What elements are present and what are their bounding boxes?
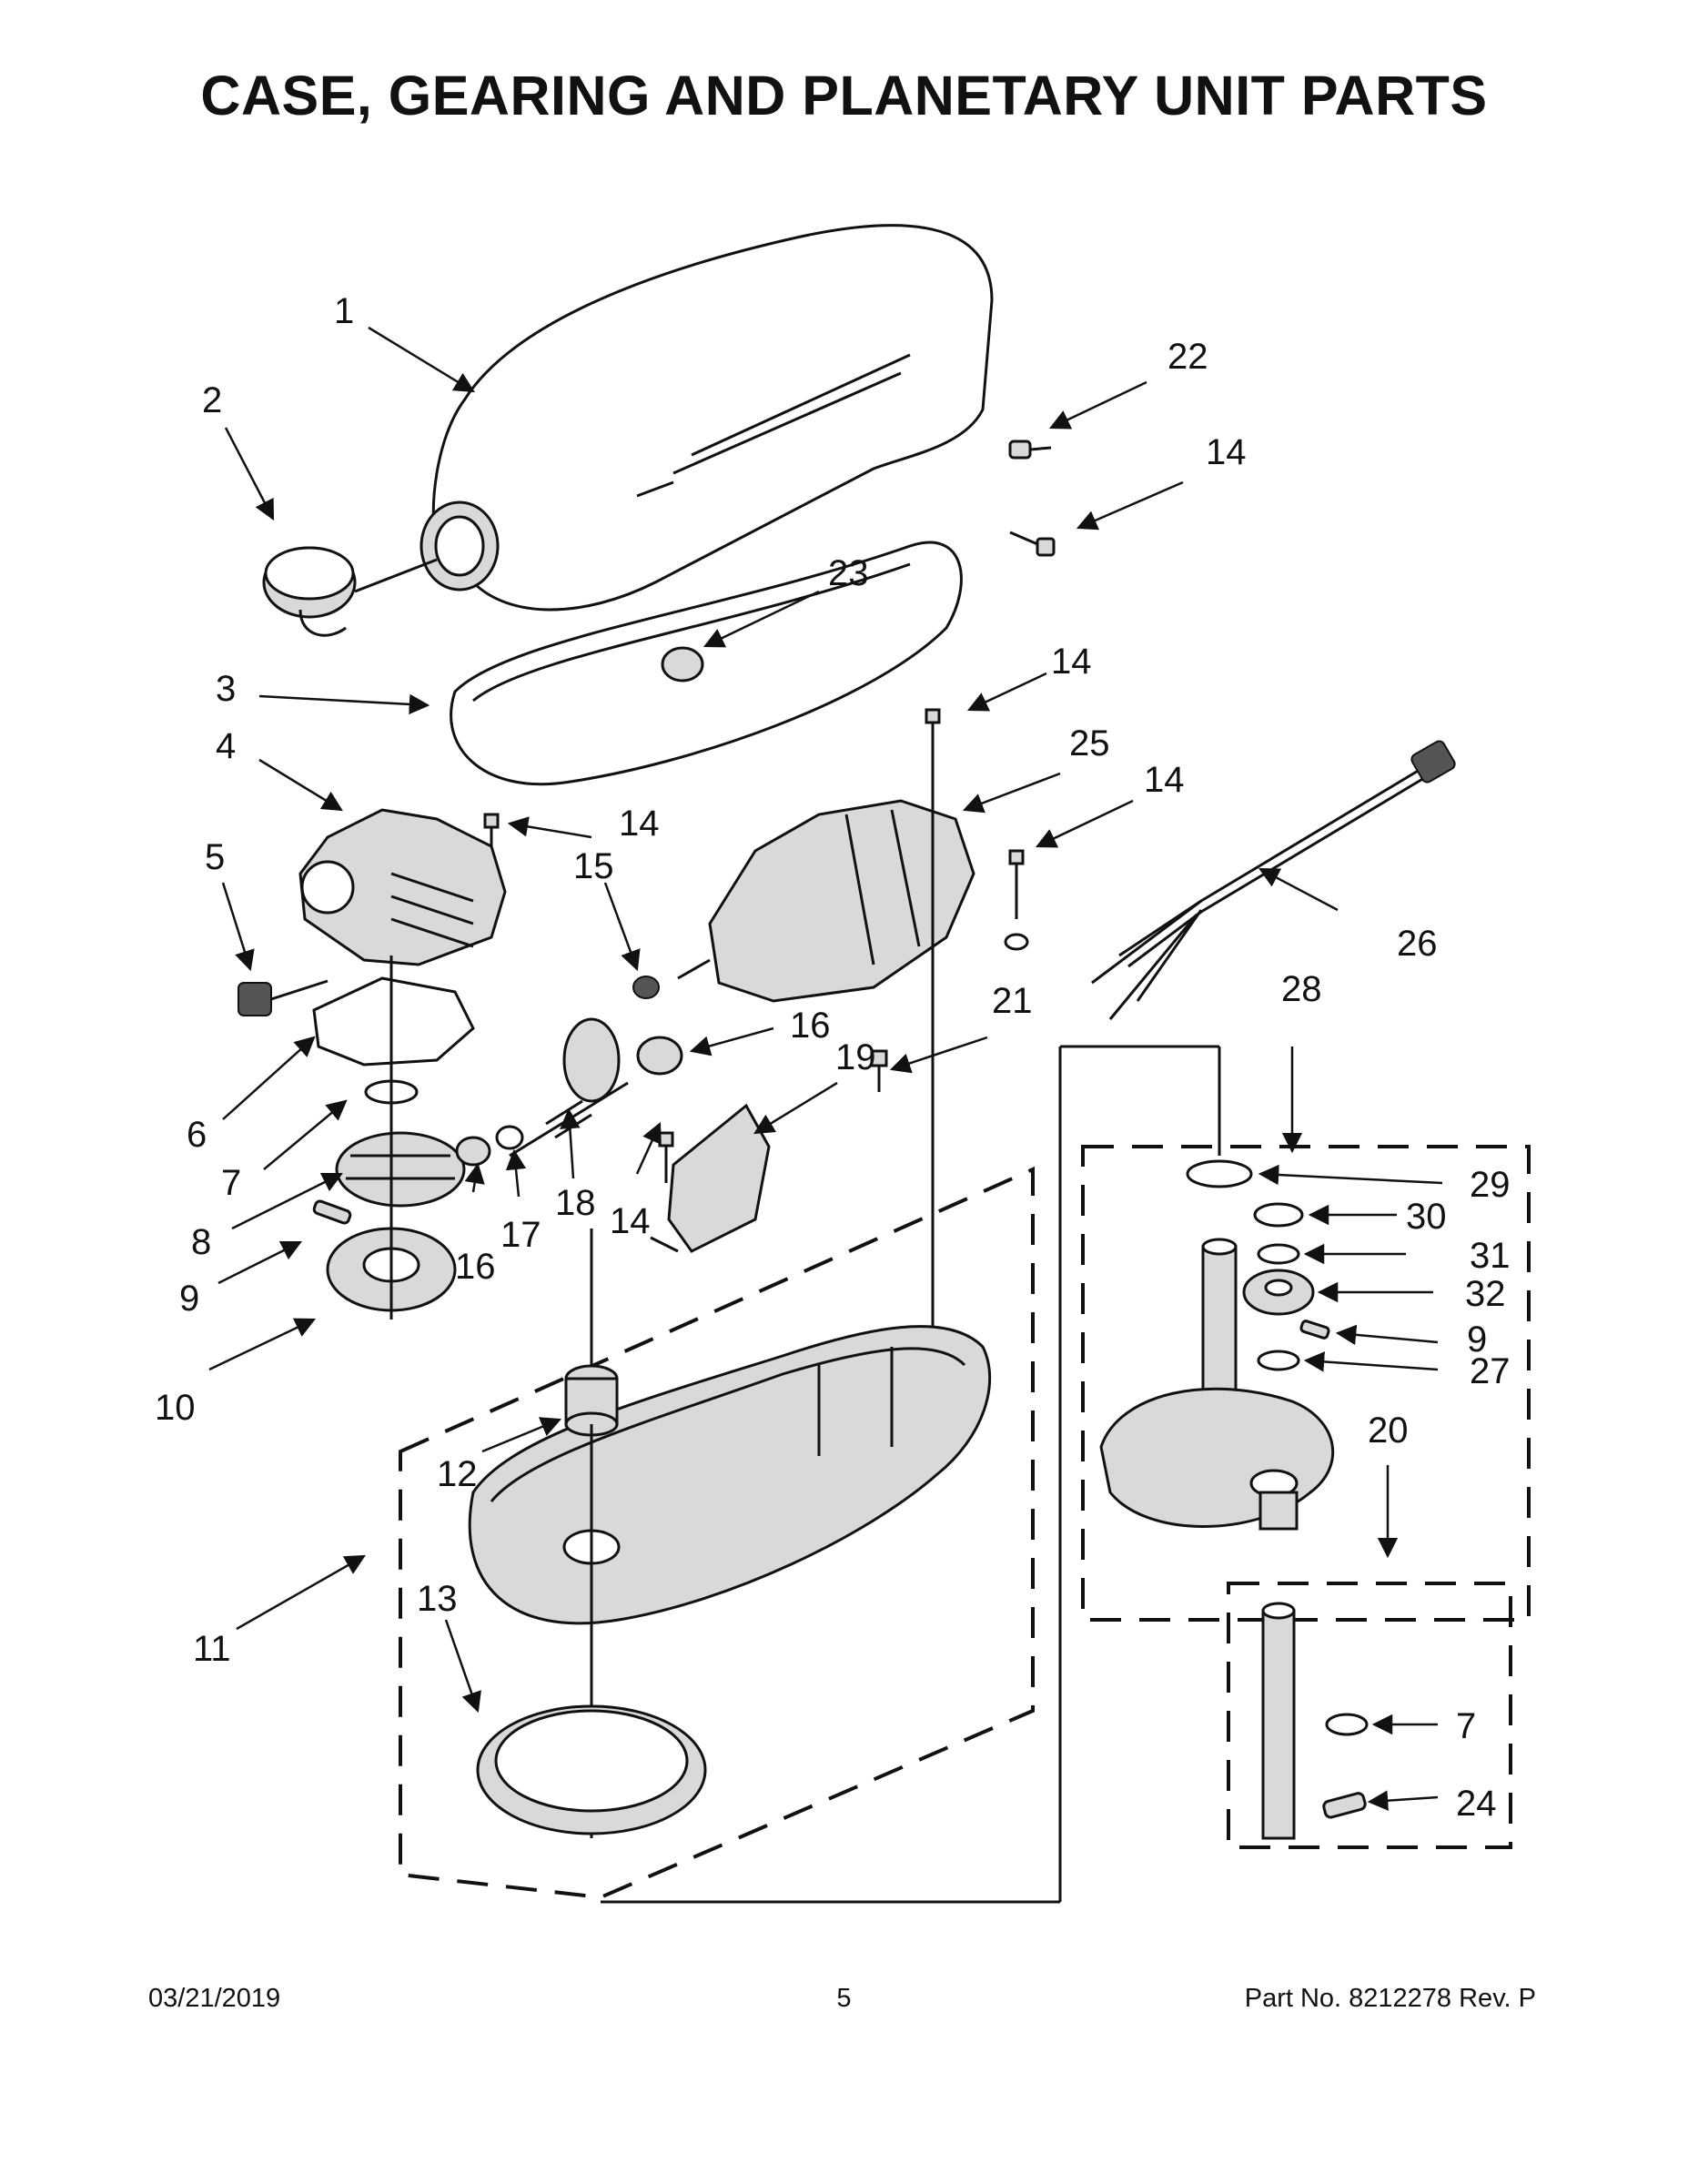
part-14-screw-top-right (1009, 531, 1056, 557)
callout-20: 20 (1368, 1410, 1409, 1451)
part-6-gasket (312, 976, 475, 1067)
part-8-bevel-gear (335, 1131, 466, 1208)
planetary-unit-dashed-box (1081, 1145, 1531, 1622)
callout-8: 8 (191, 1222, 211, 1262)
callout-5: 5 (205, 837, 225, 877)
callout-23: 23 (828, 553, 869, 593)
callout-11: 11 (193, 1629, 231, 1669)
callout-9: 9 (179, 1279, 199, 1319)
callout-24: 24 (1456, 1784, 1497, 1824)
part-4-gear-housing (298, 808, 507, 966)
part-25-motor (677, 799, 975, 1003)
callout-29: 29 (1470, 1165, 1511, 1205)
part-21-screw (870, 1049, 888, 1092)
callout-7-shaft: 7 (1456, 1706, 1476, 1746)
part-9-pin (312, 1199, 352, 1225)
part-27-washer (1257, 1350, 1300, 1371)
callout-17: 17 (500, 1215, 541, 1255)
part-5-plug (238, 979, 329, 1016)
callout-26: 26 (1397, 924, 1438, 964)
callout-28: 28 (1281, 969, 1322, 1009)
footer-part-number: Part No. 8212278 Rev. P (1244, 1984, 1536, 2013)
callout-2: 2 (202, 380, 222, 420)
shaft-assembly-dashed-box (1227, 1582, 1512, 1849)
callout-19: 19 (835, 1037, 876, 1077)
part-13-ring-gear (476, 1704, 707, 1835)
callout-14-upper-motor: 14 (1051, 642, 1092, 682)
callout-16-lower: 16 (455, 1247, 496, 1287)
part-2-hub-cap (262, 546, 438, 637)
callout-27: 27 (1470, 1351, 1511, 1391)
callout-15: 15 (573, 846, 614, 886)
part-14-screw-gear-housing (483, 813, 500, 846)
part-14-screw-board (658, 1131, 674, 1183)
part-16-bearing-lower (455, 1136, 491, 1167)
part-32-planetary-gear (1242, 1269, 1315, 1316)
part-3-trim-band (450, 541, 963, 786)
footer-date: 03/21/2019 (148, 1984, 281, 2013)
callout-25: 25 (1069, 723, 1110, 763)
attachment-hub-opening (434, 515, 485, 577)
callout-6: 6 (187, 1115, 207, 1155)
base-assembly-dashed-box (399, 1166, 1035, 1900)
part-3-trim-band-inner (472, 562, 911, 703)
callout-3: 3 (216, 669, 236, 709)
callout-21: 21 (992, 981, 1033, 1021)
callout-arrows (208, 326, 1443, 1811)
part-30-retaining-ring (1253, 1202, 1304, 1228)
callout-16-upper: 16 (790, 1006, 831, 1046)
callout-30: 30 (1406, 1197, 1447, 1237)
part-20-shaft (1261, 1602, 1296, 1840)
part-29-washer (1186, 1159, 1253, 1188)
part-16-bearing-upper (636, 1036, 683, 1076)
page-title: CASE, GEARING AND PLANETARY UNIT PARTS (200, 65, 1488, 126)
callout-31: 31 (1470, 1236, 1511, 1276)
part-22-screw (1008, 440, 1052, 460)
callout-32: 32 (1465, 1274, 1506, 1314)
callout-9-planetary: 9 (1467, 1320, 1487, 1360)
part-7-retaining-ring-shaft (1325, 1713, 1369, 1736)
planetary-carrier (1099, 1387, 1335, 1531)
part-11-base-housing (468, 1325, 992, 1625)
callout-18: 18 (555, 1183, 596, 1223)
part-14-screw-motor-top (925, 708, 941, 746)
part-14-screw-cord (1004, 849, 1029, 951)
callout-14-cord: 14 (1144, 760, 1185, 800)
part-31-washer (1257, 1243, 1300, 1265)
part-18-worm-shaft (509, 1017, 629, 1158)
callout-13: 13 (417, 1579, 458, 1619)
callout-14-gear-housing: 14 (619, 804, 660, 844)
part-23-plug (661, 646, 704, 682)
callout-1: 1 (334, 291, 354, 331)
part-26-power-cord (1091, 740, 1456, 1020)
part-9-pin-planetary (1299, 1320, 1330, 1340)
callout-12: 12 (437, 1454, 478, 1494)
part-15-washer (632, 976, 660, 999)
callout-14-top-right: 14 (1206, 432, 1247, 472)
part-24-pin (1322, 1792, 1367, 1819)
footer-page-number: 5 (836, 1984, 852, 2013)
callout-14-board: 14 (610, 1201, 651, 1241)
callout-labels: 1 2 3 4 5 6 7 8 9 10 11 12 13 14 14 14 1… (155, 291, 1511, 1824)
callout-7: 7 (221, 1163, 241, 1203)
part-17-clip (495, 1125, 524, 1150)
callout-4: 4 (216, 726, 236, 766)
callout-10: 10 (155, 1388, 196, 1428)
callout-22: 22 (1167, 337, 1208, 377)
part-19-control-board (650, 1103, 771, 1253)
